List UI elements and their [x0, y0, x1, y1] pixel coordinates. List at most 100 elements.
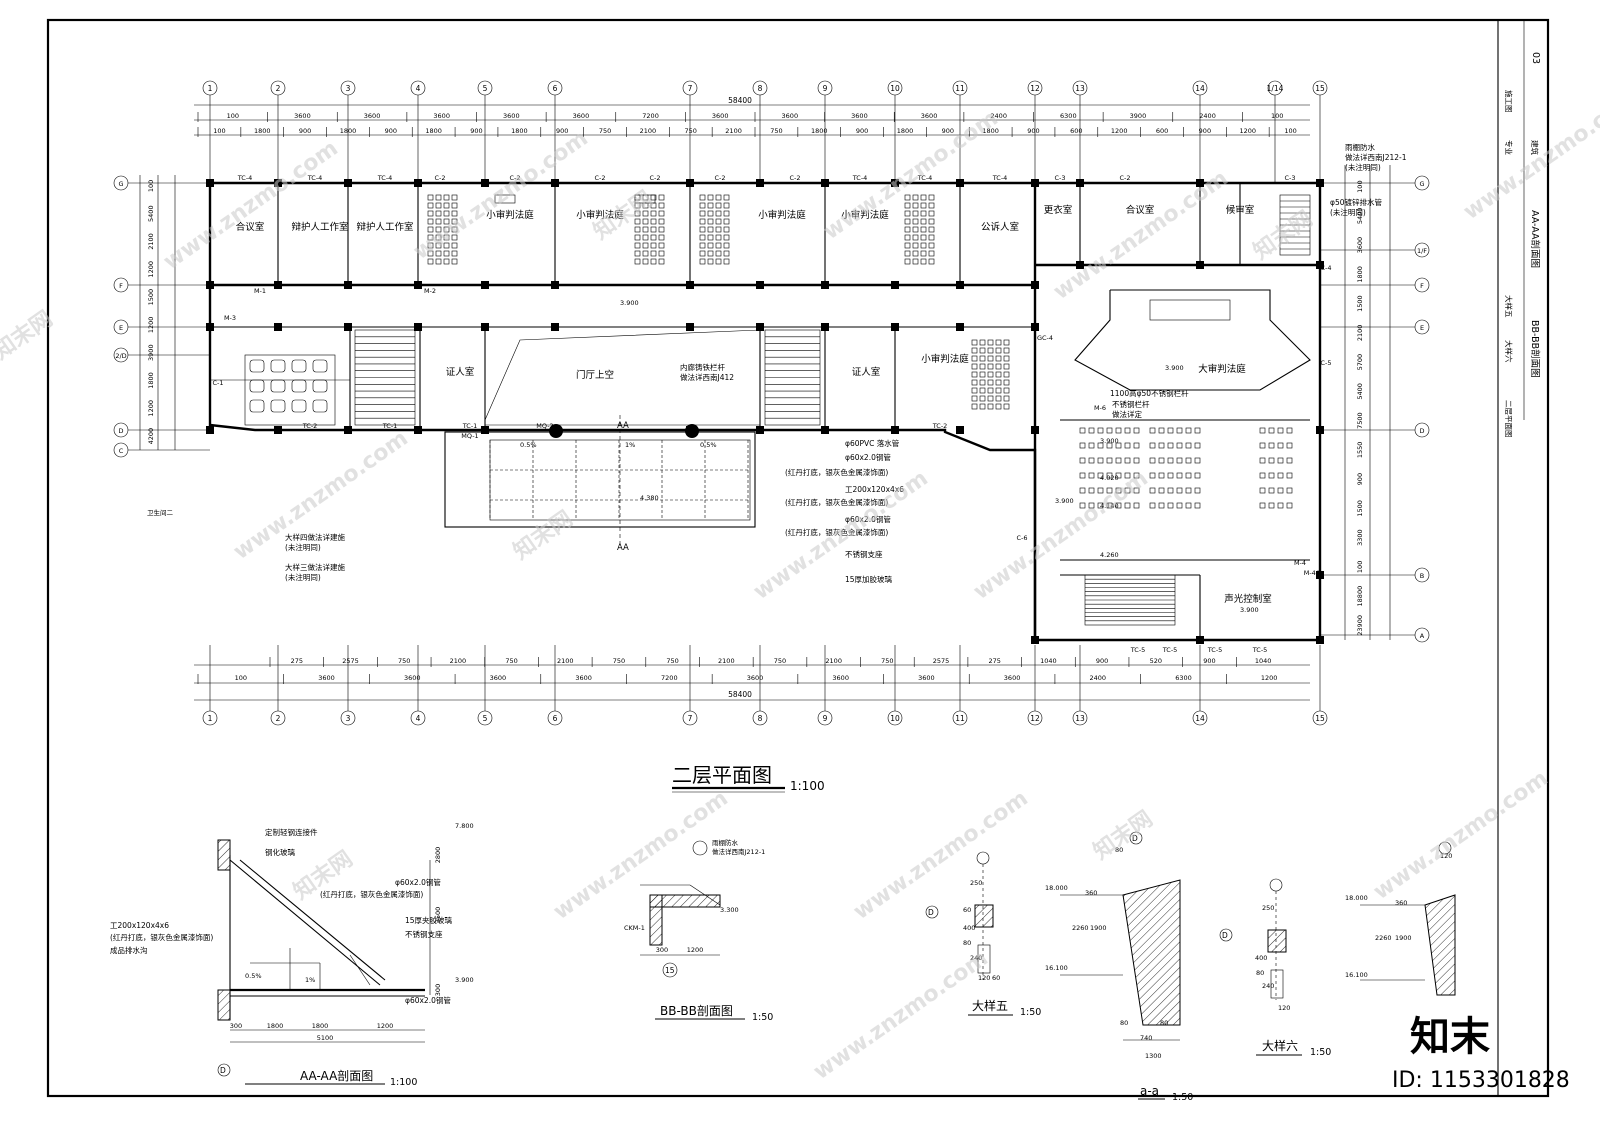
dim-text: 100	[227, 112, 239, 120]
dim-text: 900	[1027, 127, 1039, 135]
window-label: TC-4	[852, 174, 868, 182]
watermark-text: www.znzmo.com	[1369, 766, 1553, 905]
annotation: (红丹打底，银灰色金属漆饰面)	[320, 889, 423, 899]
window-label: C-5	[1320, 359, 1331, 367]
dim-text: 1800	[1356, 266, 1364, 283]
dim-text: 1800	[254, 127, 271, 135]
axis-label: 4	[416, 84, 421, 93]
slope-mark: 1%	[305, 976, 315, 984]
partitions	[277, 183, 1241, 285]
window-label: TC-4	[307, 174, 323, 182]
axis-label: 5	[483, 84, 488, 93]
axis-label: 5	[483, 714, 488, 723]
courtroom-seating	[427, 194, 1293, 509]
dim-text: 1200	[147, 400, 155, 417]
section-mark: AA	[617, 421, 629, 431]
dim-text: 250	[970, 879, 982, 887]
dim-text: 100	[235, 674, 247, 682]
window-label: TC-2	[302, 422, 318, 430]
dim-text: 520	[1150, 657, 1162, 665]
axis-label: 15	[665, 966, 675, 975]
dim-text: 3600	[747, 674, 764, 682]
annotation: 内廊铸铁栏杆	[680, 362, 725, 372]
dim-text: 750	[398, 657, 410, 665]
canopy	[444, 424, 756, 528]
axis-label: 10	[890, 84, 900, 93]
axis-label: 13	[1075, 84, 1085, 93]
window-label: C-2	[714, 174, 725, 182]
window-label: TC-4	[237, 174, 253, 182]
big-courtroom	[1060, 289, 1311, 640]
axis-label: G	[1419, 180, 1424, 188]
axis-label: 11	[955, 714, 965, 723]
window-label: C-1	[212, 379, 223, 387]
annotation: 定制轻钢连接件	[265, 827, 318, 837]
dim-text: 100	[1284, 127, 1296, 135]
dim-text: 100	[147, 180, 155, 192]
room-label: 候审室	[1226, 204, 1255, 216]
dim-text: 3600	[851, 112, 868, 120]
dim-text: 3500	[434, 907, 442, 924]
dim-text: 80	[1256, 969, 1264, 977]
axis-label: 14	[1195, 84, 1205, 93]
room-label: 小审判法庭	[841, 209, 889, 221]
level-mark: 16.100	[1045, 964, 1068, 972]
door-label: M-3	[224, 314, 236, 322]
dim-text: 900	[1356, 473, 1364, 485]
dim-text: 2400	[1089, 674, 1106, 682]
dim-text: 2400	[990, 112, 1007, 120]
dim-text: 300	[656, 946, 668, 954]
door-label: MQ-2	[536, 422, 553, 430]
axis-label: A	[1420, 632, 1425, 640]
watermark-text: www.znzmo.com	[849, 786, 1033, 925]
axis-label: 12	[1030, 84, 1040, 93]
dim-text: 750	[613, 657, 625, 665]
window-label: C-2	[649, 174, 660, 182]
title-block-text: 施工图	[1504, 90, 1514, 113]
dim-text: 1800	[982, 127, 999, 135]
level-mark: 3.900	[1055, 497, 1074, 505]
annotation: (红丹打底，银灰色金属漆饰面)	[110, 932, 213, 942]
axis-label: E	[1420, 324, 1424, 332]
annotation: (红丹打底，银灰色金属漆饰面)	[785, 527, 888, 537]
window-label: C-3	[1284, 174, 1295, 182]
annotation: (红丹打底，银灰色金属漆饰面)	[785, 467, 888, 477]
axis-label: D	[1222, 931, 1228, 940]
dim-text: 900	[470, 127, 482, 135]
room-label: 门厅上空	[576, 369, 614, 381]
slope-mark: 0.5%	[700, 441, 717, 449]
room-label: 小审判法庭	[576, 209, 624, 221]
dim-text: 240	[1262, 982, 1274, 990]
annotation: (未注明同)	[285, 542, 321, 552]
dim-text: 4200	[147, 428, 155, 445]
window-label: TC-4	[917, 174, 933, 182]
axis-label: 7	[688, 84, 693, 93]
logo-text: 知末	[1410, 1014, 1490, 1060]
lobby-void	[484, 329, 761, 421]
dim-text: 300	[434, 984, 442, 996]
dim-text: 900	[1203, 657, 1215, 665]
annotation: 做法详西南J412	[680, 372, 734, 382]
level-mark: 3.300	[720, 906, 739, 914]
dim-text: 900	[299, 127, 311, 135]
annotation: 不锈钢支座	[845, 549, 883, 559]
annotation: 做法详定	[1112, 409, 1142, 419]
axis-label: 8	[758, 84, 763, 93]
dim-text: 5400	[1356, 383, 1364, 400]
dim-text: 3900	[147, 344, 155, 361]
section-bb-title: BB-BB剖面图	[660, 1004, 733, 1018]
dim-text: 750	[774, 657, 786, 665]
dim-text: 900	[1096, 657, 1108, 665]
dim-text: 1300	[1145, 1052, 1162, 1060]
stair-right-top	[1279, 194, 1311, 256]
dim-text: 120	[978, 974, 990, 982]
section-aa: D 定制轻钢连接件钢化玻璃φ60x2.0钢管(红丹打底，银灰色金属漆饰面)15厚…	[110, 822, 474, 1088]
axis-label: 9	[823, 714, 828, 723]
dim-text: 3600	[782, 112, 799, 120]
